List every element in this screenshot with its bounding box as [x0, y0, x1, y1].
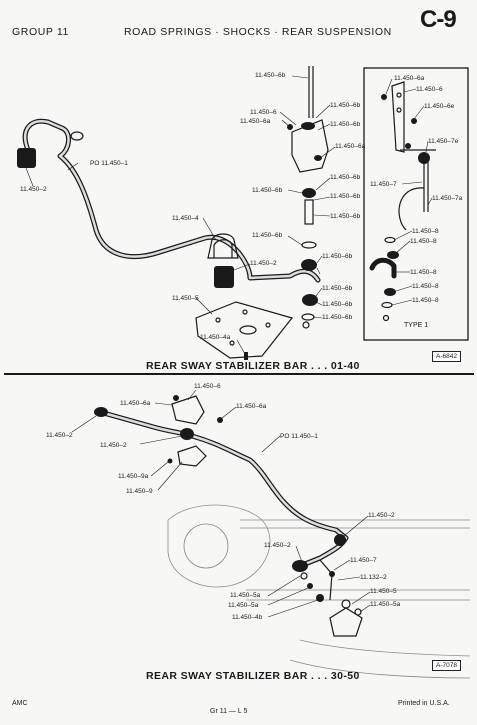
- clamp-9: [177, 445, 207, 467]
- callout-po-1: PO 11.450–1: [90, 160, 128, 167]
- type1-callout-8e: 11.450–8: [412, 297, 439, 304]
- callout2-2-lower: 11.450–2: [264, 542, 291, 549]
- callout2-9a: 11.450–9a: [118, 473, 149, 480]
- figure-id-1: A-6842: [432, 351, 461, 362]
- link-bracket-6: [291, 119, 329, 173]
- type1-callout-7e: 11.450–7e: [428, 138, 459, 145]
- type1-callout-6: 11.450–6: [416, 86, 443, 93]
- callout2-132-2: 11.132–2: [360, 574, 387, 581]
- footer-right: Printed in U.S.A.: [398, 700, 450, 707]
- callout2-6: 11.450–6: [194, 383, 221, 390]
- callout-6a-left: 11.450–6a: [240, 118, 271, 125]
- callout-6b-g: 11.450–6b: [322, 285, 353, 292]
- callout-6b-r2: 11.450–6b: [330, 121, 361, 128]
- callout2-po-1: PO 11.450–1: [280, 433, 318, 440]
- type1-bracket: [391, 81, 405, 153]
- caption-1: REAR SWAY STABILIZER BAR . . . 01-40: [146, 360, 360, 372]
- page-title: ROAD SPRINGS · SHOCKS · REAR SUSPENSION: [124, 26, 392, 38]
- type1-callout-8c: 11.450–8: [410, 269, 437, 276]
- type1-callout-8a: 11.450–8: [412, 228, 439, 235]
- type1-callout-7: 11.450–7: [370, 181, 397, 188]
- callout-6b-b: 11.450–6b: [252, 187, 283, 194]
- type1-callout-6a: 11.450–6a: [394, 75, 425, 82]
- callout-4: 11.450–4: [172, 215, 199, 222]
- callout2-2-right: 11.450–2: [368, 512, 395, 519]
- callout2-5a-2: 11.450–5a: [228, 602, 259, 609]
- callout2-9: 11.450–9: [126, 488, 153, 495]
- callout-6b-c: 11.450–6b: [330, 193, 361, 200]
- lower-bracket: [329, 607, 363, 637]
- callout2-6a-right: 11.450–6a: [236, 403, 267, 410]
- callout-6b-d: 11.450–6b: [330, 213, 361, 220]
- callout-5: 11.450–5: [172, 295, 199, 302]
- callout2-5a-1: 11.450–5a: [230, 592, 261, 599]
- callout-2: 11.450–2: [20, 186, 47, 193]
- type1-label: TYPE 1: [404, 322, 429, 329]
- mount-plate: [195, 301, 294, 359]
- callout2-5a-3: 11.450–5a: [370, 601, 401, 608]
- callout2-2-left: 11.450–2: [46, 432, 73, 439]
- figure-id-2: A-7078: [432, 660, 461, 671]
- callout2-2-center: 11.450–2: [100, 442, 127, 449]
- page-number: C-9: [420, 6, 457, 33]
- callout-6b-e: 11.450–6b: [252, 232, 283, 239]
- type1-callout-8b: 11.450–8: [410, 238, 437, 245]
- callout-2b: 11.450–2: [250, 260, 277, 267]
- callout2-7: 11.450–7: [350, 557, 377, 564]
- bracket-4: [207, 233, 239, 259]
- type1-callout-6e: 11.450–6e: [424, 103, 455, 110]
- type1-callout-8d: 11.450–8: [412, 283, 439, 290]
- bushing-left: [17, 148, 36, 168]
- group-label: GROUP 11: [12, 26, 69, 38]
- callout2-4b: 11.450–4b: [232, 614, 263, 621]
- callout-4a: 11.450–4a: [200, 334, 231, 341]
- callout-6b-r1: 11.450–6b: [330, 102, 361, 109]
- callout2-5: 11.450–5: [370, 588, 397, 595]
- callout2-6a-left: 11.450–6a: [120, 400, 151, 407]
- callout-6b-a: 11.450–6b: [330, 174, 361, 181]
- callout-6b-f: 11.450–6b: [322, 253, 353, 260]
- type1-callout-7a: 11.450–7a: [432, 195, 463, 202]
- bracket-6: [171, 395, 205, 425]
- footer-left: AMC: [12, 700, 28, 707]
- end-bushing-left: [94, 407, 108, 417]
- bushing-center: [214, 266, 234, 288]
- callout-6b-i: 11.450–6b: [322, 314, 353, 321]
- callout-6: 11.450–6: [250, 109, 277, 116]
- type1-inset-frame: [363, 67, 469, 341]
- callout-6a-right: 11.450–6a: [335, 143, 366, 150]
- callout-6b-h: 11.450–6b: [322, 301, 353, 308]
- axle-housing-outline: [167, 504, 471, 679]
- caption-2: REAR SWAY STABILIZER BAR . . . 30-50: [146, 670, 360, 682]
- callout-6b-top: 11.450–6b: [255, 72, 286, 79]
- footer-center: Gr 11 — L 5: [210, 708, 248, 715]
